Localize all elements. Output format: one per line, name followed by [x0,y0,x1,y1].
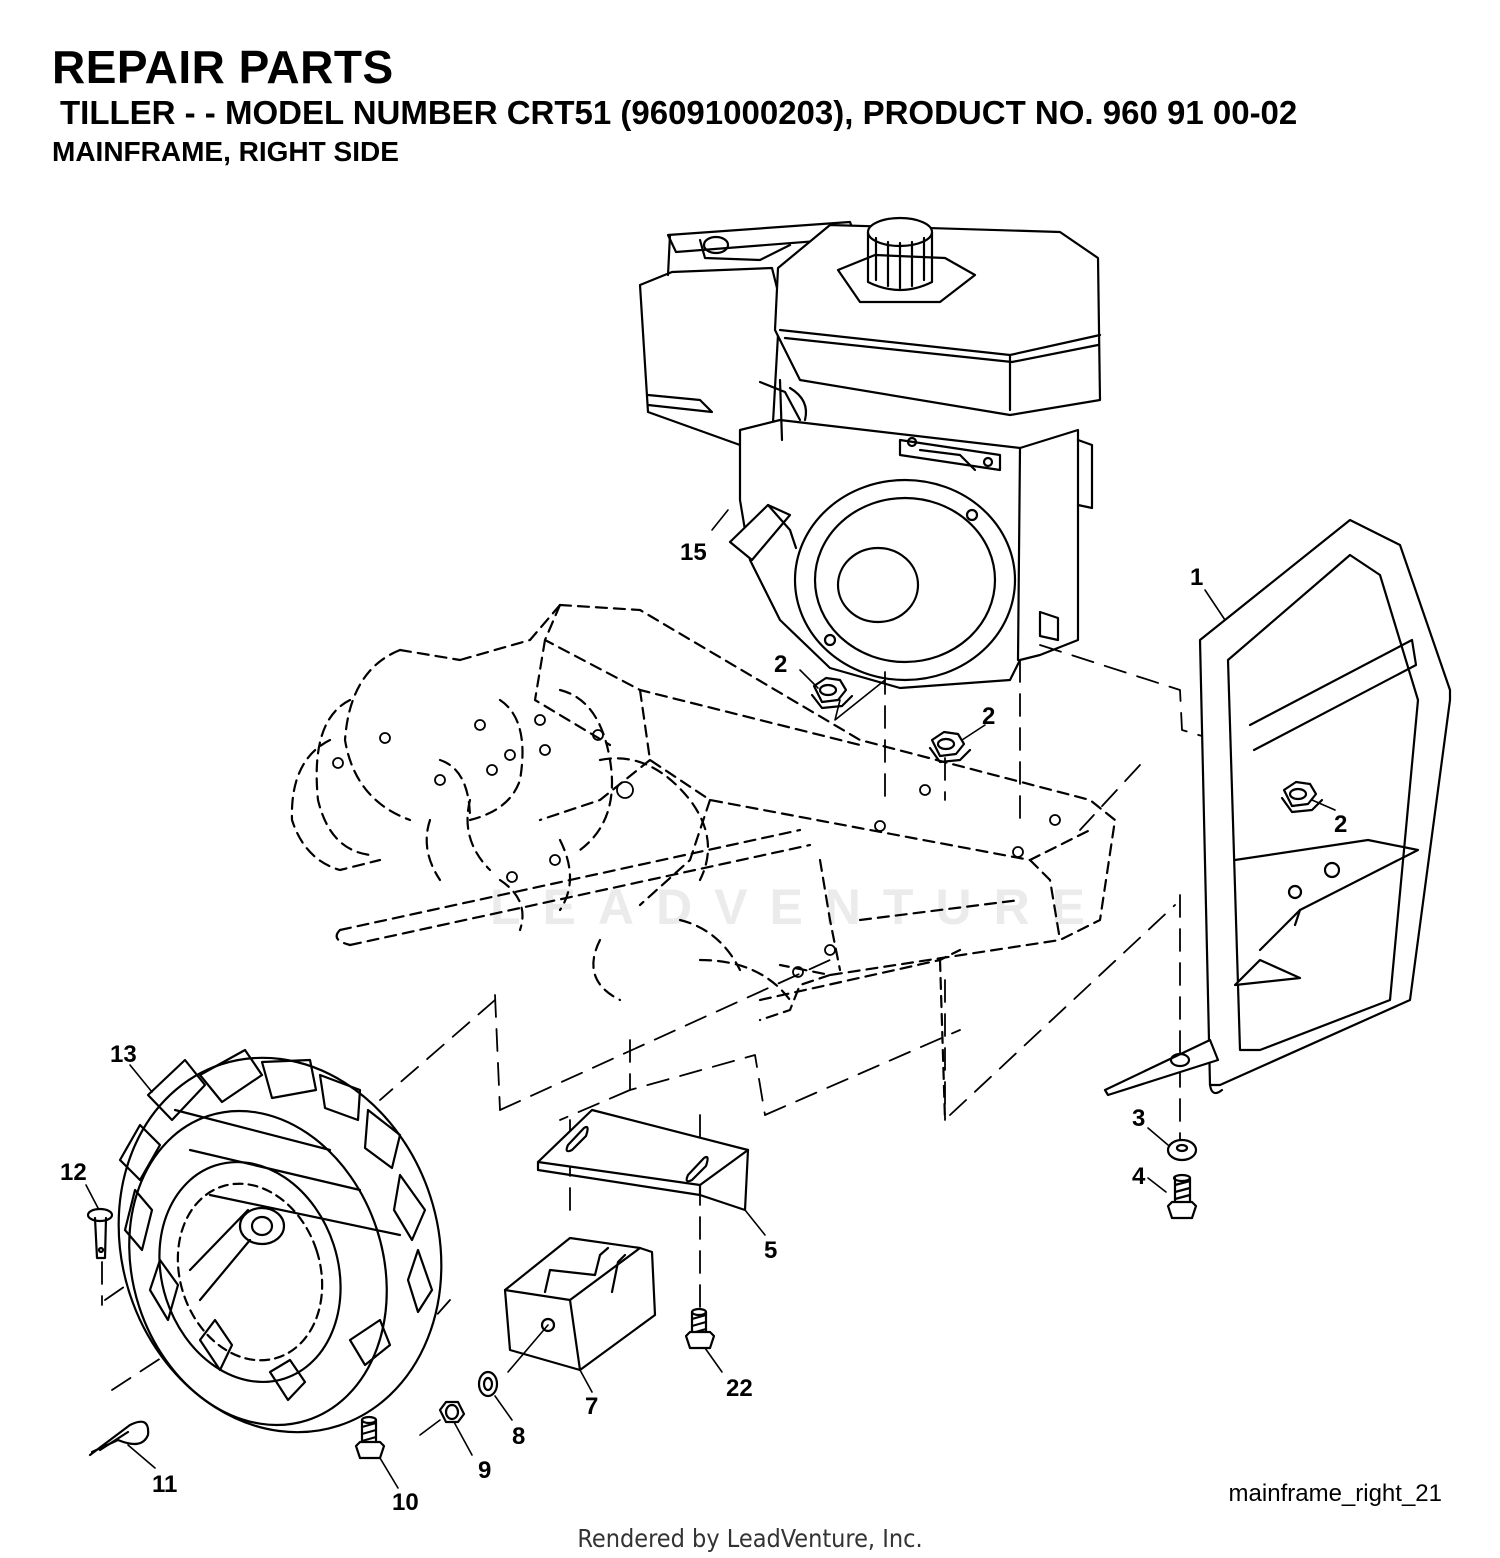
lock-washer-part[interactable] [477,1370,499,1398]
callout-2: 2 [982,703,995,730]
callout-11: 11 [152,1471,177,1498]
callout-3: 3 [1132,1105,1145,1132]
page-title: REPAIR PARTS [52,41,394,93]
callout-1: 1 [1190,564,1203,591]
callout-8: 8 [512,1423,525,1450]
watermark-text: LEADVENTURE [490,879,1108,935]
callout-12: 12 [60,1159,87,1186]
callout-7: 7 [585,1393,598,1420]
callout-13: 13 [110,1041,137,1068]
wheel-tire-part[interactable] [71,1015,489,1474]
hex-nut-part[interactable] [928,730,972,764]
bumper-frame-part[interactable] [1103,518,1452,1097]
figure-id-label: mainframe_right_21 [1228,1480,1442,1507]
hex-nut-part[interactable] [810,676,854,710]
callout-2: 2 [1334,811,1347,838]
callout-10: 10 [392,1489,419,1516]
hex-nut-part[interactable] [1280,780,1324,814]
callout-2: 2 [774,651,787,678]
bolt-part[interactable] [684,1307,716,1350]
section-title: MAINFRAME, RIGHT SIDE [52,136,399,167]
callout-9: 9 [478,1457,491,1484]
washer-part[interactable] [1166,1138,1198,1162]
callout-4: 4 [1132,1163,1146,1190]
bolt-part[interactable] [354,1415,386,1460]
clevis-pin-part[interactable] [86,1207,114,1260]
footer-credit: Rendered by LeadVenture, Inc. [577,1524,923,1553]
hairpin-clip-part[interactable] [88,1420,150,1457]
page-subtitle: TILLER - - MODEL NUMBER CRT51 (960910002… [60,94,1298,131]
callout-5: 5 [764,1237,777,1264]
mounting-bracket-part[interactable] [536,1108,750,1212]
engine-part[interactable] [638,216,1102,690]
callout-leader-lines [85,509,1336,1489]
tine-bolt-holes [332,714,1061,978]
callout-15: 15 [680,539,707,566]
counterweight-part[interactable] [503,1236,657,1372]
callout-22: 22 [726,1375,753,1402]
mainframe-assembly-hidden [290,603,1117,1122]
bolt-part[interactable] [1166,1173,1198,1220]
nut-part[interactable] [438,1400,466,1424]
